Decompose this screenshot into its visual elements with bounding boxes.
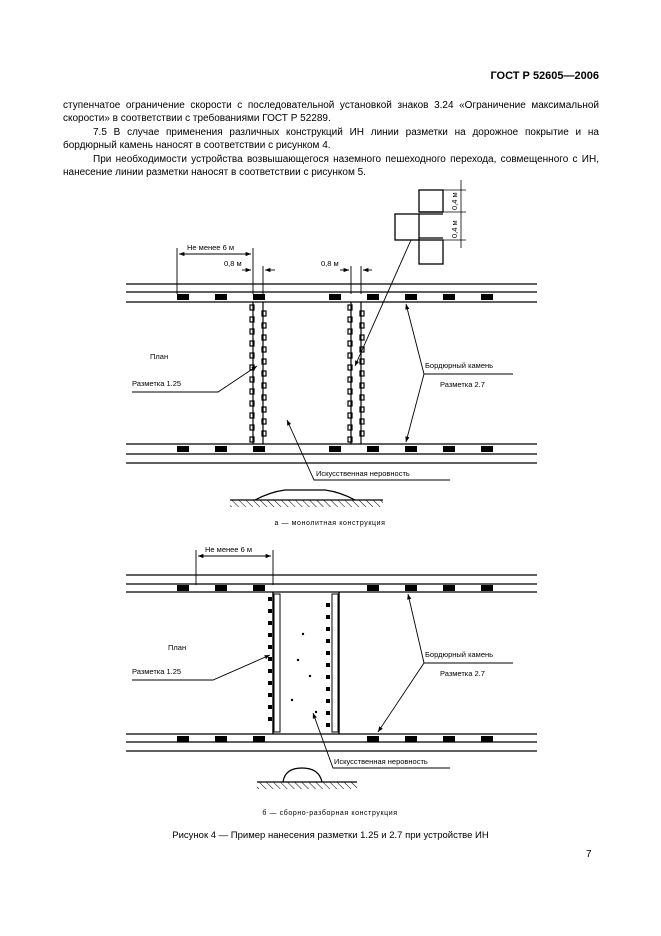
figure-a-plan-label: План (150, 352, 168, 361)
figure-a-top-curb-marks (177, 294, 493, 300)
paragraph-speed-limit: ступенчатое ограничение скорости с после… (63, 100, 599, 125)
figure-a-bump-profile (230, 489, 383, 507)
figure-a-dimension-08-right (340, 266, 372, 294)
figure-a-bump-label: Искусственная неровность (316, 469, 410, 478)
figure-a-width-label-1: 0,8 м (224, 259, 242, 268)
figure-a-cell-label-2: 0,4 м (450, 220, 459, 238)
figure-b-bottom-curb-marks (177, 736, 493, 742)
figure-b-dimension-6m (195, 550, 274, 585)
figure-a-caption: а — монолитная конструкция (274, 520, 385, 527)
figure-a-leaders (132, 239, 513, 481)
figure-a-checker-strip-right (347, 302, 365, 444)
figure-a-checker-strip-left (249, 302, 267, 444)
figure-b-dist-label: Не менее 6 м (205, 545, 252, 554)
paragraph-7-5: 7.5 В случае применения различных констр… (63, 127, 599, 152)
figure-b-leaders (132, 593, 513, 769)
figure-b-bump-profile (257, 767, 357, 789)
figure-b-marking-right: Разметка 2.7 (440, 669, 485, 678)
figure-a: Не менее 6 м 0,8 м 0,8 м (126, 180, 537, 527)
figure-b-bottom-edge (126, 733, 537, 752)
figure-a-top-edge (126, 283, 537, 303)
paragraph-raised-crossing: При необходимости устройства возвышающег… (63, 154, 599, 179)
document-header: ГОСТ Р 52605—2006 (490, 70, 599, 82)
figure-a-width-label-2: 0,8 м (321, 259, 339, 268)
figure-a-bottom-edge (126, 443, 537, 464)
figure-a-dimension-08-left (242, 266, 275, 294)
page-number: 7 (586, 849, 592, 860)
figure-b-marking-left: Разметка 1.25 (132, 667, 181, 676)
figure-b-top-curb-marks (177, 585, 493, 591)
figure-b: Не менее 6 м План Разметка 1.25 Бордюрны… (126, 545, 537, 817)
figure-caption: Рисунок 4 — Пример нанесения разметки 1.… (172, 830, 489, 841)
figure-a-dist-label: Не менее 6 м (187, 243, 234, 252)
figure-a-bottom-curb-marks (177, 446, 493, 452)
figure-a-marking-right: Разметка 2.7 (440, 380, 485, 389)
figure-b-curb-label: Бордюрный камень (425, 650, 493, 659)
figure-b-caption: б — сборно-разборная конструкция (262, 809, 397, 817)
figure-b-bump-label: Искусственная неровность (334, 757, 428, 766)
figure-a-checker-detail (394, 189, 444, 265)
figure-a-cell-label-1: 0,4 м (450, 192, 459, 210)
figure-a-curb-label: Бордюрный камень (425, 361, 493, 370)
figure-a-dimension-6m (176, 248, 254, 294)
figure-b-top-edge (126, 574, 537, 593)
figure-b-plan-label: План (168, 643, 186, 652)
figure-a-marking-left: Разметка 1.25 (132, 379, 181, 388)
figure-b-bump-block (268, 592, 340, 734)
figure-a-cell-dimension (443, 180, 466, 248)
